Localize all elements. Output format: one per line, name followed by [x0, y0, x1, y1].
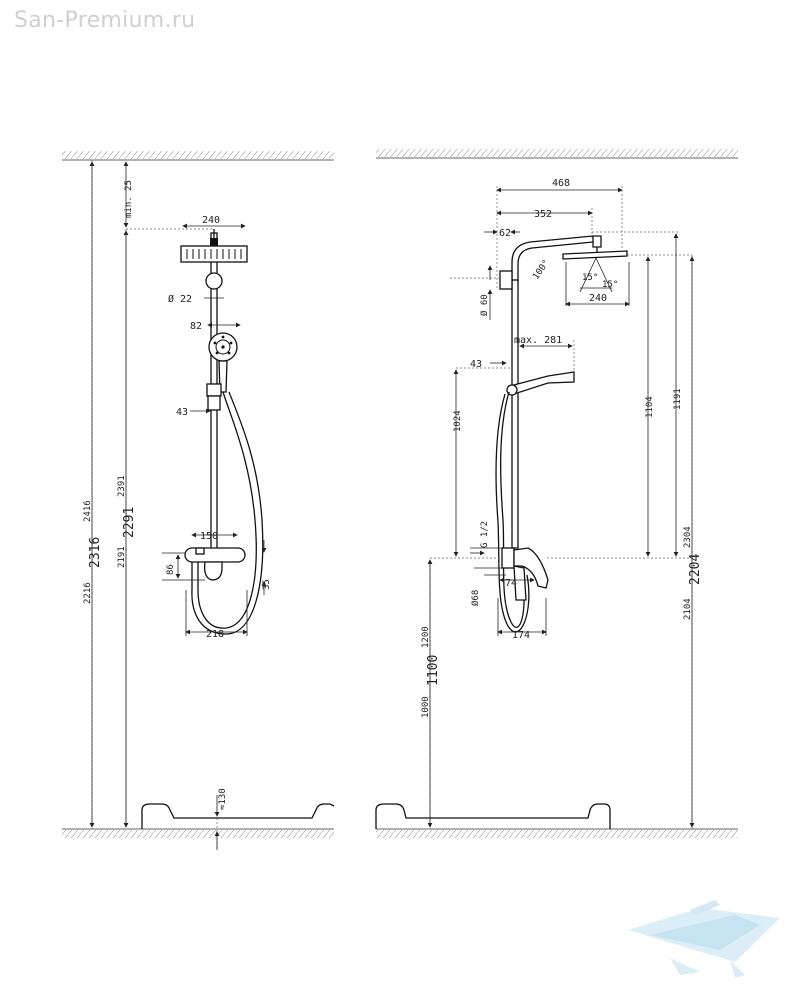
side-label-wall-offset: 62 — [499, 228, 511, 239]
side-wall-bracket — [499, 270, 513, 290]
front-label-overall-mid: 2316 — [88, 537, 103, 568]
front-label-head-high: 2391 — [117, 475, 127, 497]
side-label-mixer-high: 1200 — [421, 626, 431, 648]
side-label-mixer-low: 1000 — [421, 696, 431, 718]
front-label-tray-height: ≈130 — [218, 788, 228, 810]
side-label-mixer-depth: 174 — [512, 630, 530, 641]
front-label-mixer-height: 86 — [166, 564, 176, 575]
side-label-total-low: 2104 — [683, 598, 693, 620]
front-hand-shower — [206, 332, 238, 411]
side-label-head-width: 240 — [589, 293, 607, 304]
front-floor — [62, 828, 334, 838]
front-label-overall-high: 2416 — [83, 500, 93, 522]
side-label-mixer-mid: 1100 — [426, 655, 441, 686]
side-hand-shower — [506, 371, 575, 396]
side-label-head-above-mixer: 1104 — [645, 396, 655, 418]
front-ceiling — [62, 151, 334, 161]
front-label-mixer-spacing: 150 — [200, 531, 218, 542]
front-label-arm-diameter: Ø 22 — [168, 293, 192, 305]
front-wall-connector — [205, 272, 223, 290]
front-label-mixer-width: 218 — [206, 629, 224, 640]
side-riser — [511, 279, 519, 549]
watermark-text: San-Premium.ru — [14, 8, 196, 33]
front-hose — [197, 391, 257, 629]
front-label-head-low: 2191 — [117, 546, 127, 568]
front-label-ceiling-gap: min. 25 — [124, 180, 134, 218]
bathtub-logo-icon — [628, 900, 780, 978]
side-floor — [376, 828, 738, 838]
front-label-head-mid: 2291 — [122, 507, 137, 538]
side-ceiling — [376, 149, 738, 159]
side-label-riser-diameter: Ø 60 — [479, 294, 490, 316]
front-label-hand-shower-width: 82 — [190, 321, 202, 332]
side-label-tilt-left: 15° — [582, 273, 598, 283]
side-label-max-offset: max. 281 — [514, 335, 562, 346]
side-mixer — [501, 547, 549, 601]
front-shower-tray — [141, 803, 335, 829]
front-label-overall-low: 2216 — [83, 582, 93, 604]
side-label-total-mid: 2204 — [688, 554, 703, 585]
front-mixer — [184, 547, 246, 581]
side-label-tilt-right: 15° — [602, 280, 618, 290]
side-shower-arm — [511, 235, 594, 282]
side-shower-tray — [375, 803, 611, 829]
front-rain-head — [180, 238, 248, 263]
side-label-arm-reach: 468 — [552, 178, 570, 189]
side-label-head-reach: 352 — [534, 209, 552, 220]
side-label-mixer-offset: 74 — [505, 578, 517, 589]
side-label-total-high: 2304 — [683, 526, 693, 548]
side-label-head-above-mixer-max: 1191 — [673, 388, 683, 410]
front-view: min. 25 240 Ø 22 82 43 150 86 35 218 ≈13… — [62, 151, 335, 850]
front-label-mixer-depth: 35 — [262, 579, 272, 590]
side-rain-head — [562, 235, 628, 260]
side-view: 468 352 62 100° 15° 15° 240 Ø 60 max. 28… — [375, 149, 738, 838]
side-label-rail-length: 1024 — [453, 410, 463, 432]
side-label-inlet: G 1/2 — [480, 521, 490, 548]
side-label-mixer-diameter: Ø68 — [470, 590, 481, 606]
side-label-holder-offset: 43 — [470, 359, 482, 370]
front-label-holder-offset: 43 — [176, 407, 188, 418]
front-label-head-width: 240 — [202, 215, 220, 226]
side-label-head-angle: 100° — [531, 258, 552, 282]
